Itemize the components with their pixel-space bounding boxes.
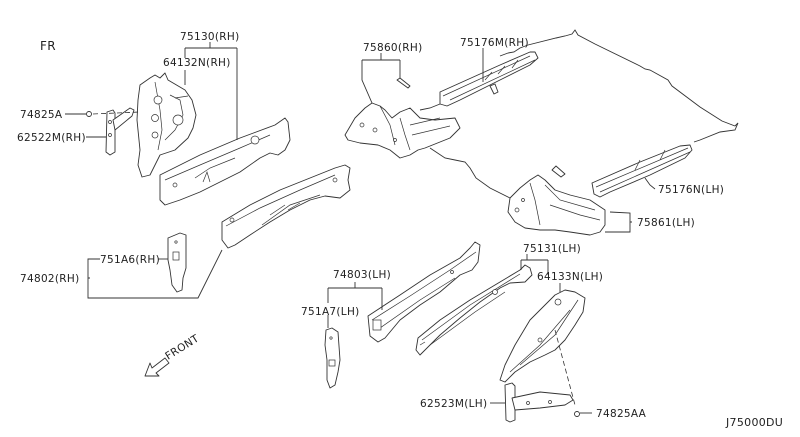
callout-74803-lh[interactable]: 74803(LH) xyxy=(333,269,391,281)
part-62523M-bracket-lh[interactable] xyxy=(504,382,574,423)
front-direction-indicator: FRONT xyxy=(144,332,202,377)
callout-75131-lh[interactable]: 75131(LH) xyxy=(523,243,581,255)
callout-74825AA[interactable]: 74825AA xyxy=(596,408,647,420)
part-74825AA-bolt[interactable] xyxy=(554,329,580,417)
callout-74802-rh[interactable]: 74802(RH) xyxy=(20,273,80,285)
callout-751A7-lh[interactable]: 751A7(LH) xyxy=(301,306,360,318)
part-74803-member-lh[interactable] xyxy=(367,241,481,343)
part-64132N-wheelhouse-rh[interactable] xyxy=(136,72,197,178)
part-74802-member-rh[interactable] xyxy=(221,164,351,249)
callout-75861-lh[interactable]: 75861(LH) xyxy=(637,217,695,229)
callout-62522M-rh[interactable]: 62522M(RH) xyxy=(17,132,86,144)
part-75131-side-member-lh[interactable] xyxy=(415,264,533,356)
diagram-code: J75000DU xyxy=(725,416,783,429)
callout-75176N-lh[interactable]: 75176N(LH) xyxy=(658,184,724,196)
callout-751A6-rh[interactable]: 751A6(RH) xyxy=(100,254,160,266)
fr-label: FR xyxy=(40,39,56,53)
part-75176N-rail-lh[interactable] xyxy=(551,144,693,198)
part-75176M-rail-rh[interactable] xyxy=(439,51,539,107)
callout-64133N-lh[interactable]: 64133N(LH) xyxy=(537,271,603,283)
callout-64132N-rh[interactable]: 64132N(RH) xyxy=(163,57,231,69)
front-arrow-icon xyxy=(144,357,170,377)
callout-75176M-rh[interactable]: 75176M(RH) xyxy=(460,37,529,49)
part-74825A-bolt[interactable] xyxy=(86,111,141,117)
callout-62523M-lh[interactable]: 62523M(LH) xyxy=(420,398,487,410)
part-751A7-plate-lh[interactable] xyxy=(324,327,341,389)
floor-outline xyxy=(419,29,739,199)
part-62522M-bracket-rh[interactable] xyxy=(105,107,135,156)
part-64133N-wheelhouse-lh[interactable] xyxy=(499,289,586,383)
front-label: FRONT xyxy=(163,332,201,362)
part-751A6-plate-rh[interactable] xyxy=(167,232,187,293)
part-75860-front-assembly-rh[interactable] xyxy=(344,77,461,159)
callout-75860-rh[interactable]: 75860(RH) xyxy=(363,42,423,54)
leader-lines xyxy=(65,42,656,414)
part-75130-side-member-rh[interactable] xyxy=(159,117,291,206)
callout-74825A[interactable]: 74825A xyxy=(20,109,63,121)
part-75861-front-assembly-lh[interactable] xyxy=(507,174,606,236)
callout-75130-rh[interactable]: 75130(RH) xyxy=(180,31,240,43)
